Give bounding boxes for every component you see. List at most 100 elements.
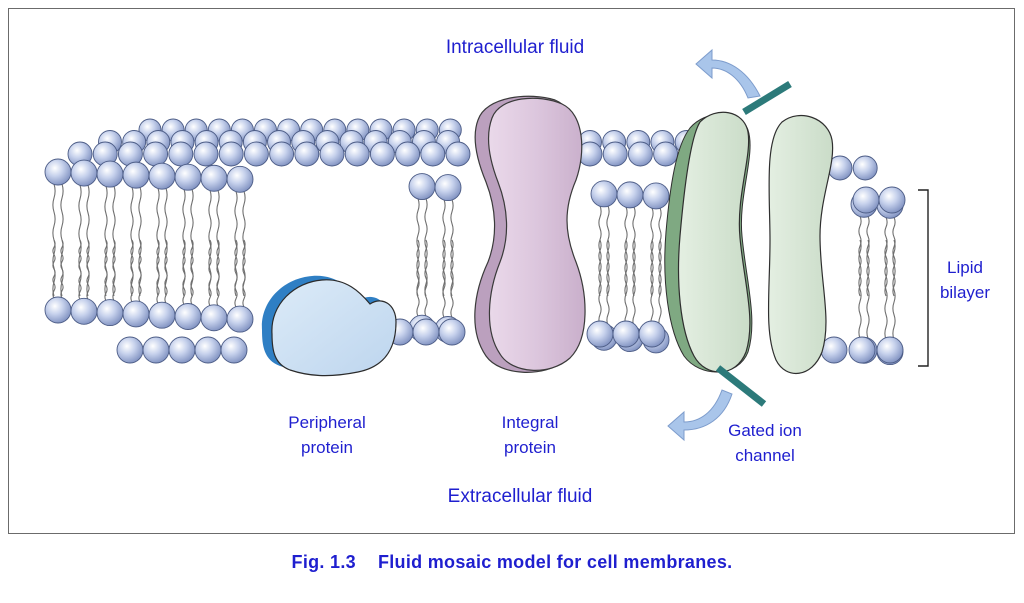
phospholipid-head	[848, 336, 876, 364]
phospholipid-head	[653, 141, 679, 167]
lipid-tail	[858, 216, 862, 297]
lipid-tail	[156, 239, 160, 304]
phospholipid-head	[878, 186, 906, 214]
phospholipid-head	[194, 336, 222, 364]
lipid-tail	[632, 239, 636, 327]
membrane-diagram	[44, 48, 929, 442]
lipid-tail	[112, 239, 116, 301]
gated-ion-channel-label: Gated ion channel	[705, 418, 825, 468]
lipid-bilayer-label: Lipid bilayer	[930, 255, 1000, 305]
lipid-tail	[130, 239, 134, 303]
bilayer-label-line-1: Lipid	[947, 258, 983, 277]
lipid-tail	[858, 239, 862, 339]
phospholipid-head	[226, 165, 254, 193]
bilayer-label-line-2: bilayer	[939, 283, 991, 302]
phospholipid-head	[70, 159, 98, 187]
phospholipid-head	[369, 141, 395, 167]
phospholipid-head	[226, 305, 254, 333]
gated-label-line-1: Gated ion	[728, 421, 802, 440]
lipid-tail	[892, 239, 896, 340]
phospholipid-head	[876, 336, 904, 364]
phospholipid-head	[408, 173, 436, 201]
phospholipid-head	[70, 297, 98, 325]
lipid-tail	[234, 239, 238, 308]
lipid-tail	[104, 239, 108, 301]
phospholipid-head	[590, 180, 618, 208]
lipid-tail	[182, 239, 186, 305]
phospholipid-head	[586, 320, 614, 348]
phospholipid-head	[852, 186, 880, 214]
influx-arrow-icon	[667, 389, 733, 442]
lipid-tail	[416, 239, 420, 317]
phospholipid-head	[96, 160, 124, 188]
phospholipid-head	[122, 300, 150, 328]
lipid-tail	[86, 239, 90, 300]
lipid-tail	[52, 239, 56, 299]
lipid-tail	[866, 216, 870, 297]
phospholipid-head	[174, 163, 202, 191]
lipid-tail	[658, 239, 662, 329]
lipid-tail	[130, 186, 134, 297]
intracellular-fluid-label: Intracellular fluid	[445, 37, 585, 58]
phospholipid-head	[616, 181, 644, 209]
lipid-tail	[138, 186, 142, 297]
phospholipid-head	[434, 174, 462, 202]
figure-caption-text: Fluid mosaic model for cell membranes.	[377, 552, 733, 572]
lipid-tail	[190, 239, 194, 305]
peripheral-protein-label: Peripheral protein	[262, 410, 392, 460]
peripheral-label-line-1: Peripheral	[288, 413, 366, 432]
phospholipid-head	[395, 141, 421, 167]
phospholipid-head	[168, 336, 196, 364]
lipid-tail	[60, 239, 64, 299]
phospholipid-head	[438, 318, 466, 346]
phospholipid-head	[243, 141, 269, 167]
phospholipid-head	[116, 336, 144, 364]
lipid-tail	[78, 239, 82, 300]
integral-label-line-2: protein	[504, 438, 556, 457]
phospholipid-head	[852, 155, 878, 181]
phospholipid-head	[344, 141, 370, 167]
lipid-tail	[138, 239, 142, 303]
phospholipid-head	[122, 161, 150, 189]
lipid-tail	[242, 239, 246, 308]
gate-rod-top	[742, 81, 792, 115]
phospholipid-head	[612, 320, 640, 348]
phospholipid-head	[44, 158, 72, 186]
gate-rod-bottom	[715, 365, 767, 407]
lipid-tail	[624, 239, 628, 327]
phospholipid-head	[218, 141, 244, 167]
phospholipid-head	[142, 336, 170, 364]
phospholipid-head	[148, 301, 176, 329]
lipid-tail	[884, 217, 888, 297]
gated-ion-channel	[664, 81, 834, 407]
phospholipid-head	[96, 299, 124, 327]
lipid-tail	[216, 239, 220, 307]
integral-label-line-1: Integral	[501, 413, 559, 432]
phospholipid-head	[143, 141, 169, 167]
phospholipid-head	[638, 320, 666, 348]
lipid-tail	[164, 239, 168, 304]
phospholipid-head	[44, 296, 72, 324]
lipid-tail	[598, 239, 602, 326]
extracellular-fluid-label: Extracellular fluid	[447, 486, 593, 507]
phospholipid-head	[627, 141, 653, 167]
bilayer-bracket	[918, 189, 929, 367]
lipid-tail	[650, 239, 654, 329]
phospholipid-head	[319, 141, 345, 167]
lipid-tail	[606, 239, 610, 326]
integral-protein	[474, 95, 586, 373]
lipid-tail	[442, 239, 446, 318]
phospholipid-head	[269, 141, 295, 167]
lipid-tail	[424, 239, 428, 317]
phospholipid-head	[220, 336, 248, 364]
phospholipid-head	[193, 141, 219, 167]
phospholipid-head	[200, 304, 228, 332]
phospholipid-head	[412, 318, 440, 346]
peripheral-label-line-2: protein	[301, 438, 353, 457]
phospholipid-head	[642, 182, 670, 210]
phospholipid-head	[420, 141, 446, 167]
peripheral-protein	[261, 275, 397, 377]
phospholipid-heads	[44, 118, 906, 366]
phospholipid-head	[200, 164, 228, 192]
